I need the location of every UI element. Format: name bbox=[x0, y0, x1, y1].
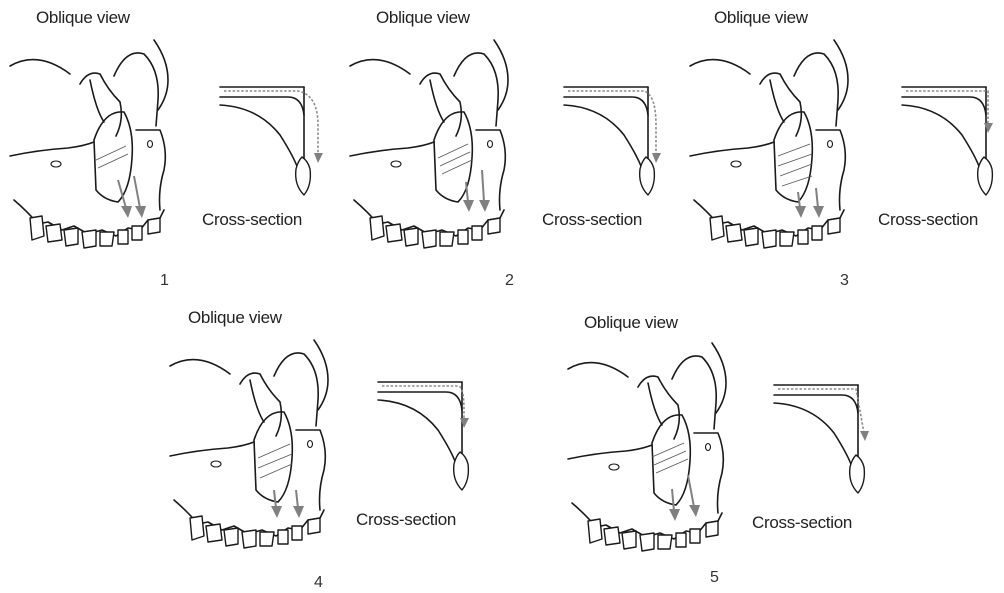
cross-section-diagram bbox=[376, 380, 496, 500]
skull-oblique-view bbox=[8, 40, 198, 290]
panel-number: 1 bbox=[160, 272, 169, 290]
oblique-view-label: Oblique view bbox=[188, 308, 282, 328]
osteotomy-arrows bbox=[96, 146, 146, 218]
panel-number: 5 bbox=[710, 569, 719, 587]
osteotomy-arrows bbox=[778, 144, 824, 218]
cross-section-label: Cross-section bbox=[752, 513, 852, 533]
panel-5: Oblique view Cross-section 5 bbox=[560, 305, 900, 591]
skull-oblique-view bbox=[348, 40, 538, 290]
oblique-view-label: Oblique view bbox=[584, 313, 678, 333]
cross-section-label: Cross-section bbox=[356, 510, 456, 530]
cross-section-diagram bbox=[218, 85, 338, 205]
skull-oblique-view bbox=[688, 40, 878, 290]
osteotomy-arrows bbox=[652, 443, 700, 521]
panel-4: Oblique view Cross-section 4 bbox=[160, 300, 490, 591]
panel-2: Oblique view Cross-section 2 bbox=[340, 0, 670, 290]
oblique-view-label: Oblique view bbox=[714, 8, 808, 28]
cross-section-diagram bbox=[900, 85, 1004, 205]
panel-number: 2 bbox=[505, 272, 514, 290]
panel-3: Oblique view Cross-section 3 bbox=[680, 0, 1004, 290]
cross-section-label: Cross-section bbox=[202, 210, 302, 230]
cross-section-label: Cross-section bbox=[542, 210, 642, 230]
osteotomy-arrows bbox=[438, 144, 490, 212]
cross-section-diagram bbox=[562, 85, 682, 205]
panel-number: 4 bbox=[314, 574, 323, 592]
panel-1: Oblique view Cross-section 1 bbox=[0, 0, 330, 290]
panel-number: 3 bbox=[840, 272, 849, 290]
oblique-view-label: Oblique view bbox=[376, 8, 470, 28]
cross-section-label: Cross-section bbox=[878, 210, 978, 230]
skull-oblique-view bbox=[566, 343, 756, 593]
cross-section-diagram bbox=[772, 383, 892, 513]
oblique-view-label: Oblique view bbox=[36, 8, 130, 28]
skull-oblique-view bbox=[168, 340, 358, 590]
osteotomy-arrows bbox=[258, 444, 304, 518]
